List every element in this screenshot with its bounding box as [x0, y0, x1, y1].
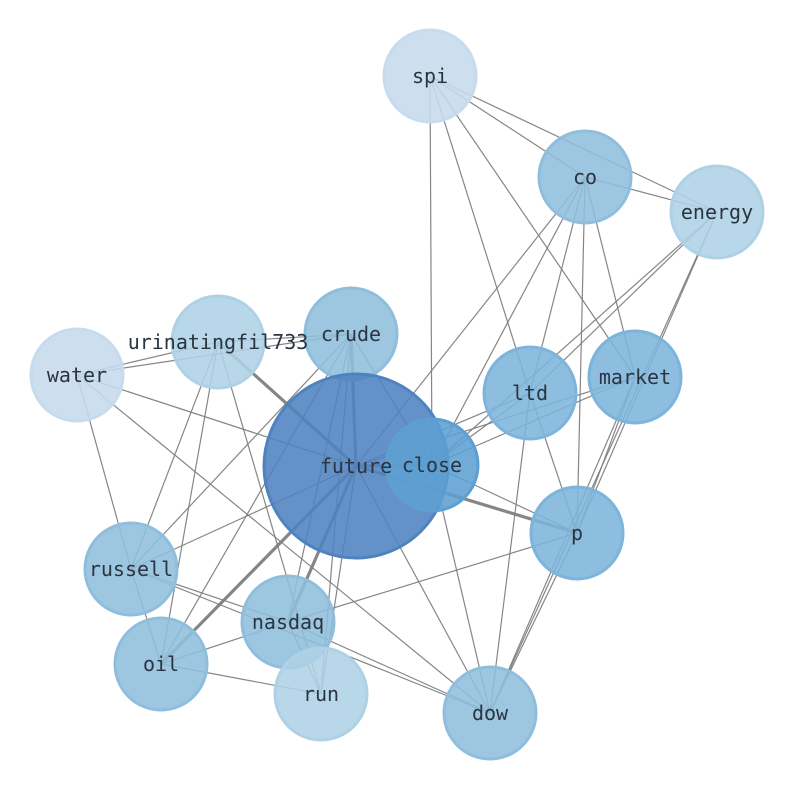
node-close[interactable]	[384, 417, 480, 513]
node-russell[interactable]	[83, 521, 179, 617]
node-circle-close[interactable]	[384, 417, 480, 513]
node-label-water: water	[47, 363, 107, 387]
node-circle-ltd[interactable]	[482, 345, 578, 441]
node-label-market: market	[599, 365, 671, 389]
edge-energy-close	[431, 211, 718, 466]
node-market[interactable]	[587, 329, 683, 425]
node-label-co: co	[573, 165, 597, 189]
node-oil[interactable]	[113, 616, 209, 712]
node-circle-urinatingfil733[interactable]	[170, 294, 266, 390]
node-circle-oil[interactable]	[113, 616, 209, 712]
node-label-dow: dow	[472, 701, 509, 725]
edge-crude-russell	[130, 333, 352, 570]
node-label-russell: russell	[89, 557, 173, 581]
node-circle-russell[interactable]	[83, 521, 179, 617]
edge-urinatingfil733-oil	[160, 341, 219, 665]
edge-spi-close	[429, 75, 433, 466]
edge-co-close	[431, 176, 586, 466]
node-label-close: close	[402, 453, 462, 477]
node-label-p: p	[571, 521, 583, 545]
node-circle-spi[interactable]	[382, 28, 478, 124]
node-p[interactable]	[529, 485, 625, 581]
node-spi[interactable]	[382, 28, 478, 124]
edge-co-p	[576, 176, 586, 534]
node-circle-p[interactable]	[529, 485, 625, 581]
node-label-urinatingfil733: urinatingfil733	[128, 330, 309, 354]
node-circle-water[interactable]	[29, 327, 125, 423]
node-layer: spi co energy water urinatingfil733 crude ltd m…	[29, 28, 765, 761]
node-label-ltd: ltd	[512, 381, 548, 405]
node-label-energy: energy	[681, 200, 753, 224]
node-co[interactable]	[537, 129, 633, 225]
edge-water-dow	[76, 374, 491, 714]
node-label-oil: oil	[143, 652, 179, 676]
node-run[interactable]	[273, 646, 369, 742]
node-ltd[interactable]	[482, 345, 578, 441]
node-urinatingfil733[interactable]	[170, 294, 266, 390]
node-label-nasdaq: nasdaq	[252, 610, 324, 634]
edge-spi-ltd	[429, 75, 531, 394]
node-circle-co[interactable]	[537, 129, 633, 225]
node-label-run: run	[303, 682, 339, 706]
edge-p-nasdaq	[287, 532, 578, 623]
node-circle-run[interactable]	[273, 646, 369, 742]
node-water[interactable]	[29, 327, 125, 423]
node-dow[interactable]	[442, 665, 538, 761]
node-circle-dow[interactable]	[442, 665, 538, 761]
node-circle-market[interactable]	[587, 329, 683, 425]
node-label-crude: crude	[321, 322, 381, 346]
node-label-future: future	[320, 454, 392, 478]
node-energy[interactable]	[669, 164, 765, 260]
node-label-spi: spi	[412, 64, 448, 88]
edge-spi-market	[429, 75, 636, 378]
edge-ltd-dow	[489, 392, 531, 714]
node-circle-energy[interactable]	[669, 164, 765, 260]
